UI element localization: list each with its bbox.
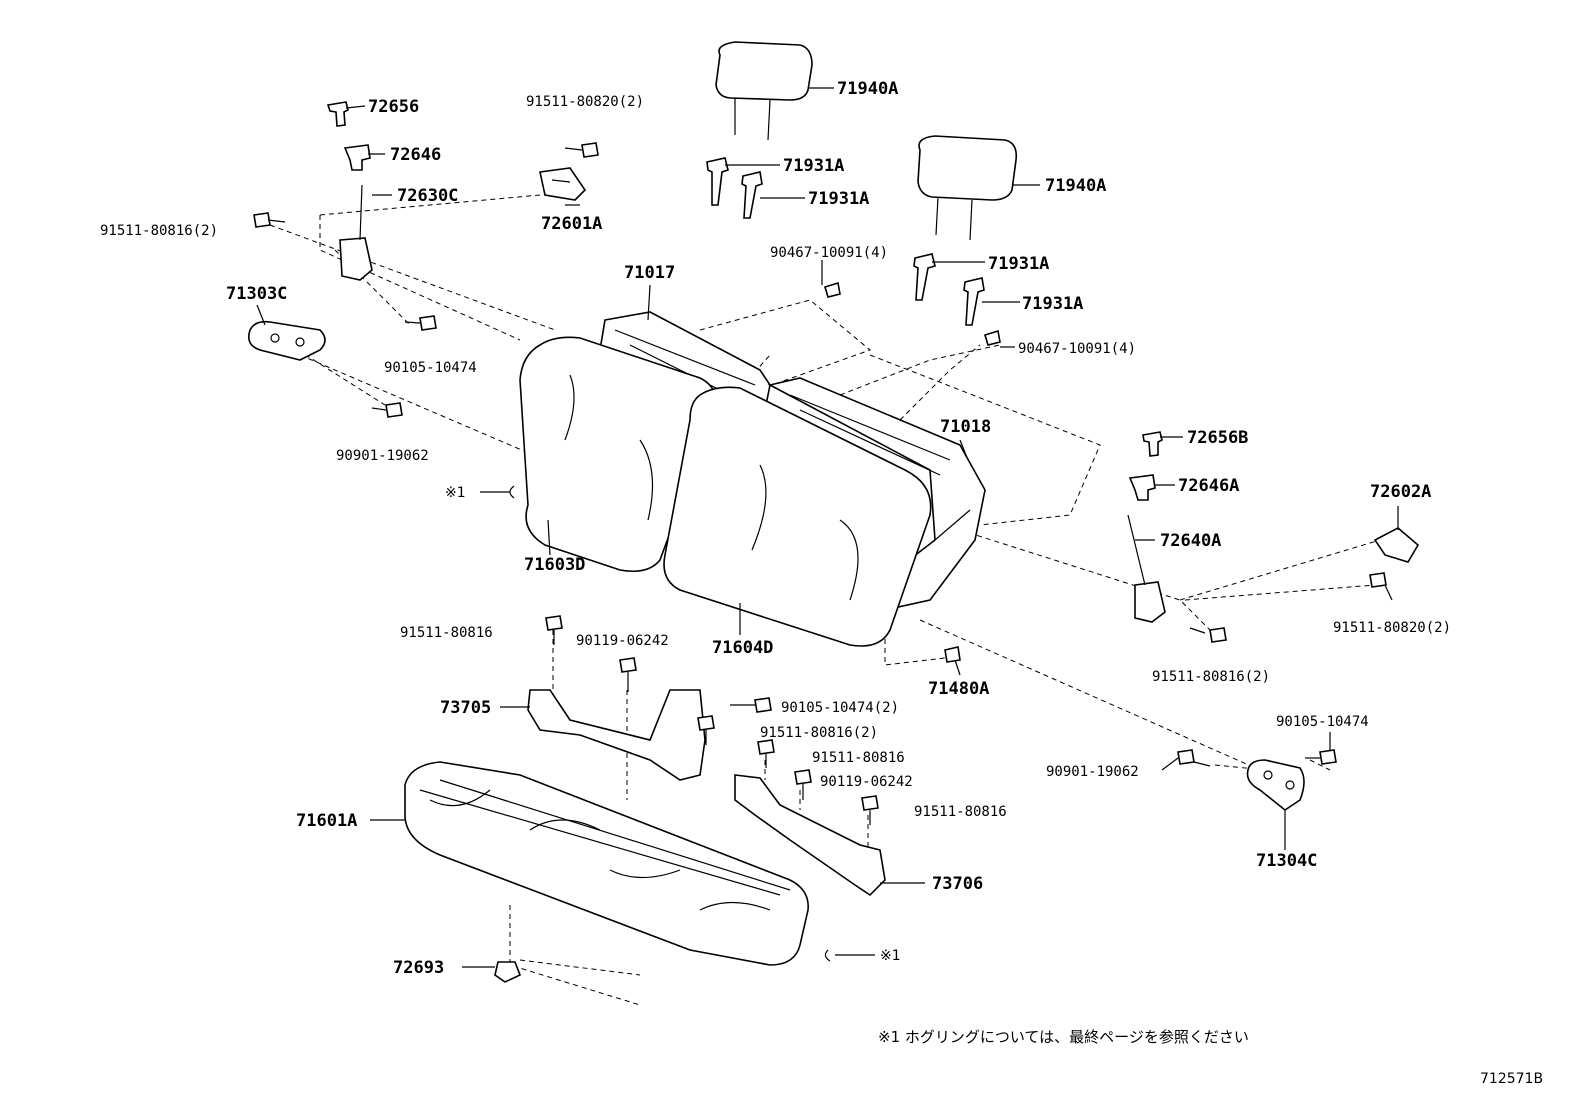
hogring-ref-left bbox=[509, 485, 515, 499]
label-90467-10091-4-a: 90467-10091(4) bbox=[770, 245, 888, 261]
label-91511-80816-b: 91511-80816 bbox=[812, 750, 905, 766]
dashed-guide-lines bbox=[269, 194, 1381, 1006]
label-90467-10091-4-b: 90467-10091(4) bbox=[1018, 341, 1136, 357]
leader-lines bbox=[256, 87, 1399, 968]
label-72656B: 72656B bbox=[1187, 428, 1248, 448]
label-91511-80816-c: 91511-80816 bbox=[914, 804, 1007, 820]
label-71940A-2: 71940A bbox=[1045, 176, 1106, 196]
label-71931A-1: 71931A bbox=[783, 156, 844, 176]
label-90119-06242-b: 90119-06242 bbox=[820, 774, 913, 790]
label-71603D: 71603D bbox=[524, 555, 585, 575]
label-71601A: 71601A bbox=[296, 811, 357, 831]
diagram-code: 712571B bbox=[1480, 1071, 1543, 1087]
bracket-73706 bbox=[734, 774, 886, 897]
headrest-right bbox=[917, 135, 1018, 241]
part-labels: 72656 72646 72630C 91511-80816(2) 91511-… bbox=[100, 79, 1451, 978]
label-72602A: 72602A bbox=[1370, 482, 1431, 502]
hinge-71304C bbox=[1246, 759, 1305, 811]
seatback-71604D bbox=[663, 386, 932, 647]
seatback-frame-71018 bbox=[767, 377, 986, 611]
label-91511-80816-a: 91511-80816 bbox=[400, 625, 493, 641]
label-72601A: 72601A bbox=[541, 214, 602, 234]
footnote: ※1 ホグリングについては、最終ページを参照ください bbox=[878, 1028, 1249, 1046]
label-91511-80820-2-right: 91511-80820(2) bbox=[1333, 620, 1451, 636]
label-91511-80820-2-top: 91511-80820(2) bbox=[526, 94, 644, 110]
seat-cushion-71601A bbox=[404, 761, 809, 966]
label-72630C: 72630C bbox=[397, 186, 458, 206]
label-71931A-4: 71931A bbox=[1022, 294, 1083, 314]
lock-72601A bbox=[539, 167, 587, 201]
hogring-ref-right bbox=[824, 949, 831, 962]
bolts bbox=[253, 142, 1393, 825]
hinge-71303C bbox=[247, 320, 326, 361]
label-90105-10474-right: 90105-10474 bbox=[1276, 714, 1369, 730]
lock-72630C bbox=[339, 184, 373, 281]
label-71017: 71017 bbox=[624, 263, 675, 283]
label-91511-80816-2-right: 91511-80816(2) bbox=[1152, 669, 1270, 685]
label-72693: 72693 bbox=[393, 958, 444, 978]
label-72646: 72646 bbox=[390, 145, 441, 165]
headrest-left bbox=[715, 41, 813, 141]
label-90901-19062-right: 90901-19062 bbox=[1046, 764, 1139, 780]
lock-72640A bbox=[1127, 514, 1166, 623]
label-ref-x1-left: ※1 bbox=[445, 485, 466, 501]
seatback-71603D bbox=[519, 336, 717, 573]
lock-72602A bbox=[1373, 527, 1420, 563]
knobs bbox=[326, 101, 1163, 983]
label-73705: 73705 bbox=[440, 698, 491, 718]
label-ref-x1-right: ※1 bbox=[880, 948, 901, 964]
label-71304C: 71304C bbox=[1256, 851, 1317, 871]
label-91511-80816-2-mid: 91511-80816(2) bbox=[760, 725, 878, 741]
label-72646A: 72646A bbox=[1178, 476, 1239, 496]
label-90901-19062-left: 90901-19062 bbox=[336, 448, 429, 464]
label-71931A-3: 71931A bbox=[988, 254, 1049, 274]
label-71931A-2: 71931A bbox=[808, 189, 869, 209]
label-90105-10474-2: 90105-10474(2) bbox=[781, 700, 899, 716]
label-71018: 71018 bbox=[940, 417, 991, 437]
label-73706: 73706 bbox=[932, 874, 983, 894]
label-90119-06242-a: 90119-06242 bbox=[576, 633, 669, 649]
headrest-guides bbox=[706, 157, 985, 326]
bracket-73705 bbox=[527, 689, 706, 781]
label-72640A: 72640A bbox=[1160, 531, 1221, 551]
label-71303C: 71303C bbox=[226, 284, 287, 304]
label-91511-80816-2-left: 91511-80816(2) bbox=[100, 223, 218, 239]
label-71480A: 71480A bbox=[928, 679, 989, 699]
label-71940A-1: 71940A bbox=[837, 79, 898, 99]
label-72656: 72656 bbox=[368, 97, 419, 117]
label-71604D: 71604D bbox=[712, 638, 773, 658]
label-90105-10474-left: 90105-10474 bbox=[384, 360, 477, 376]
